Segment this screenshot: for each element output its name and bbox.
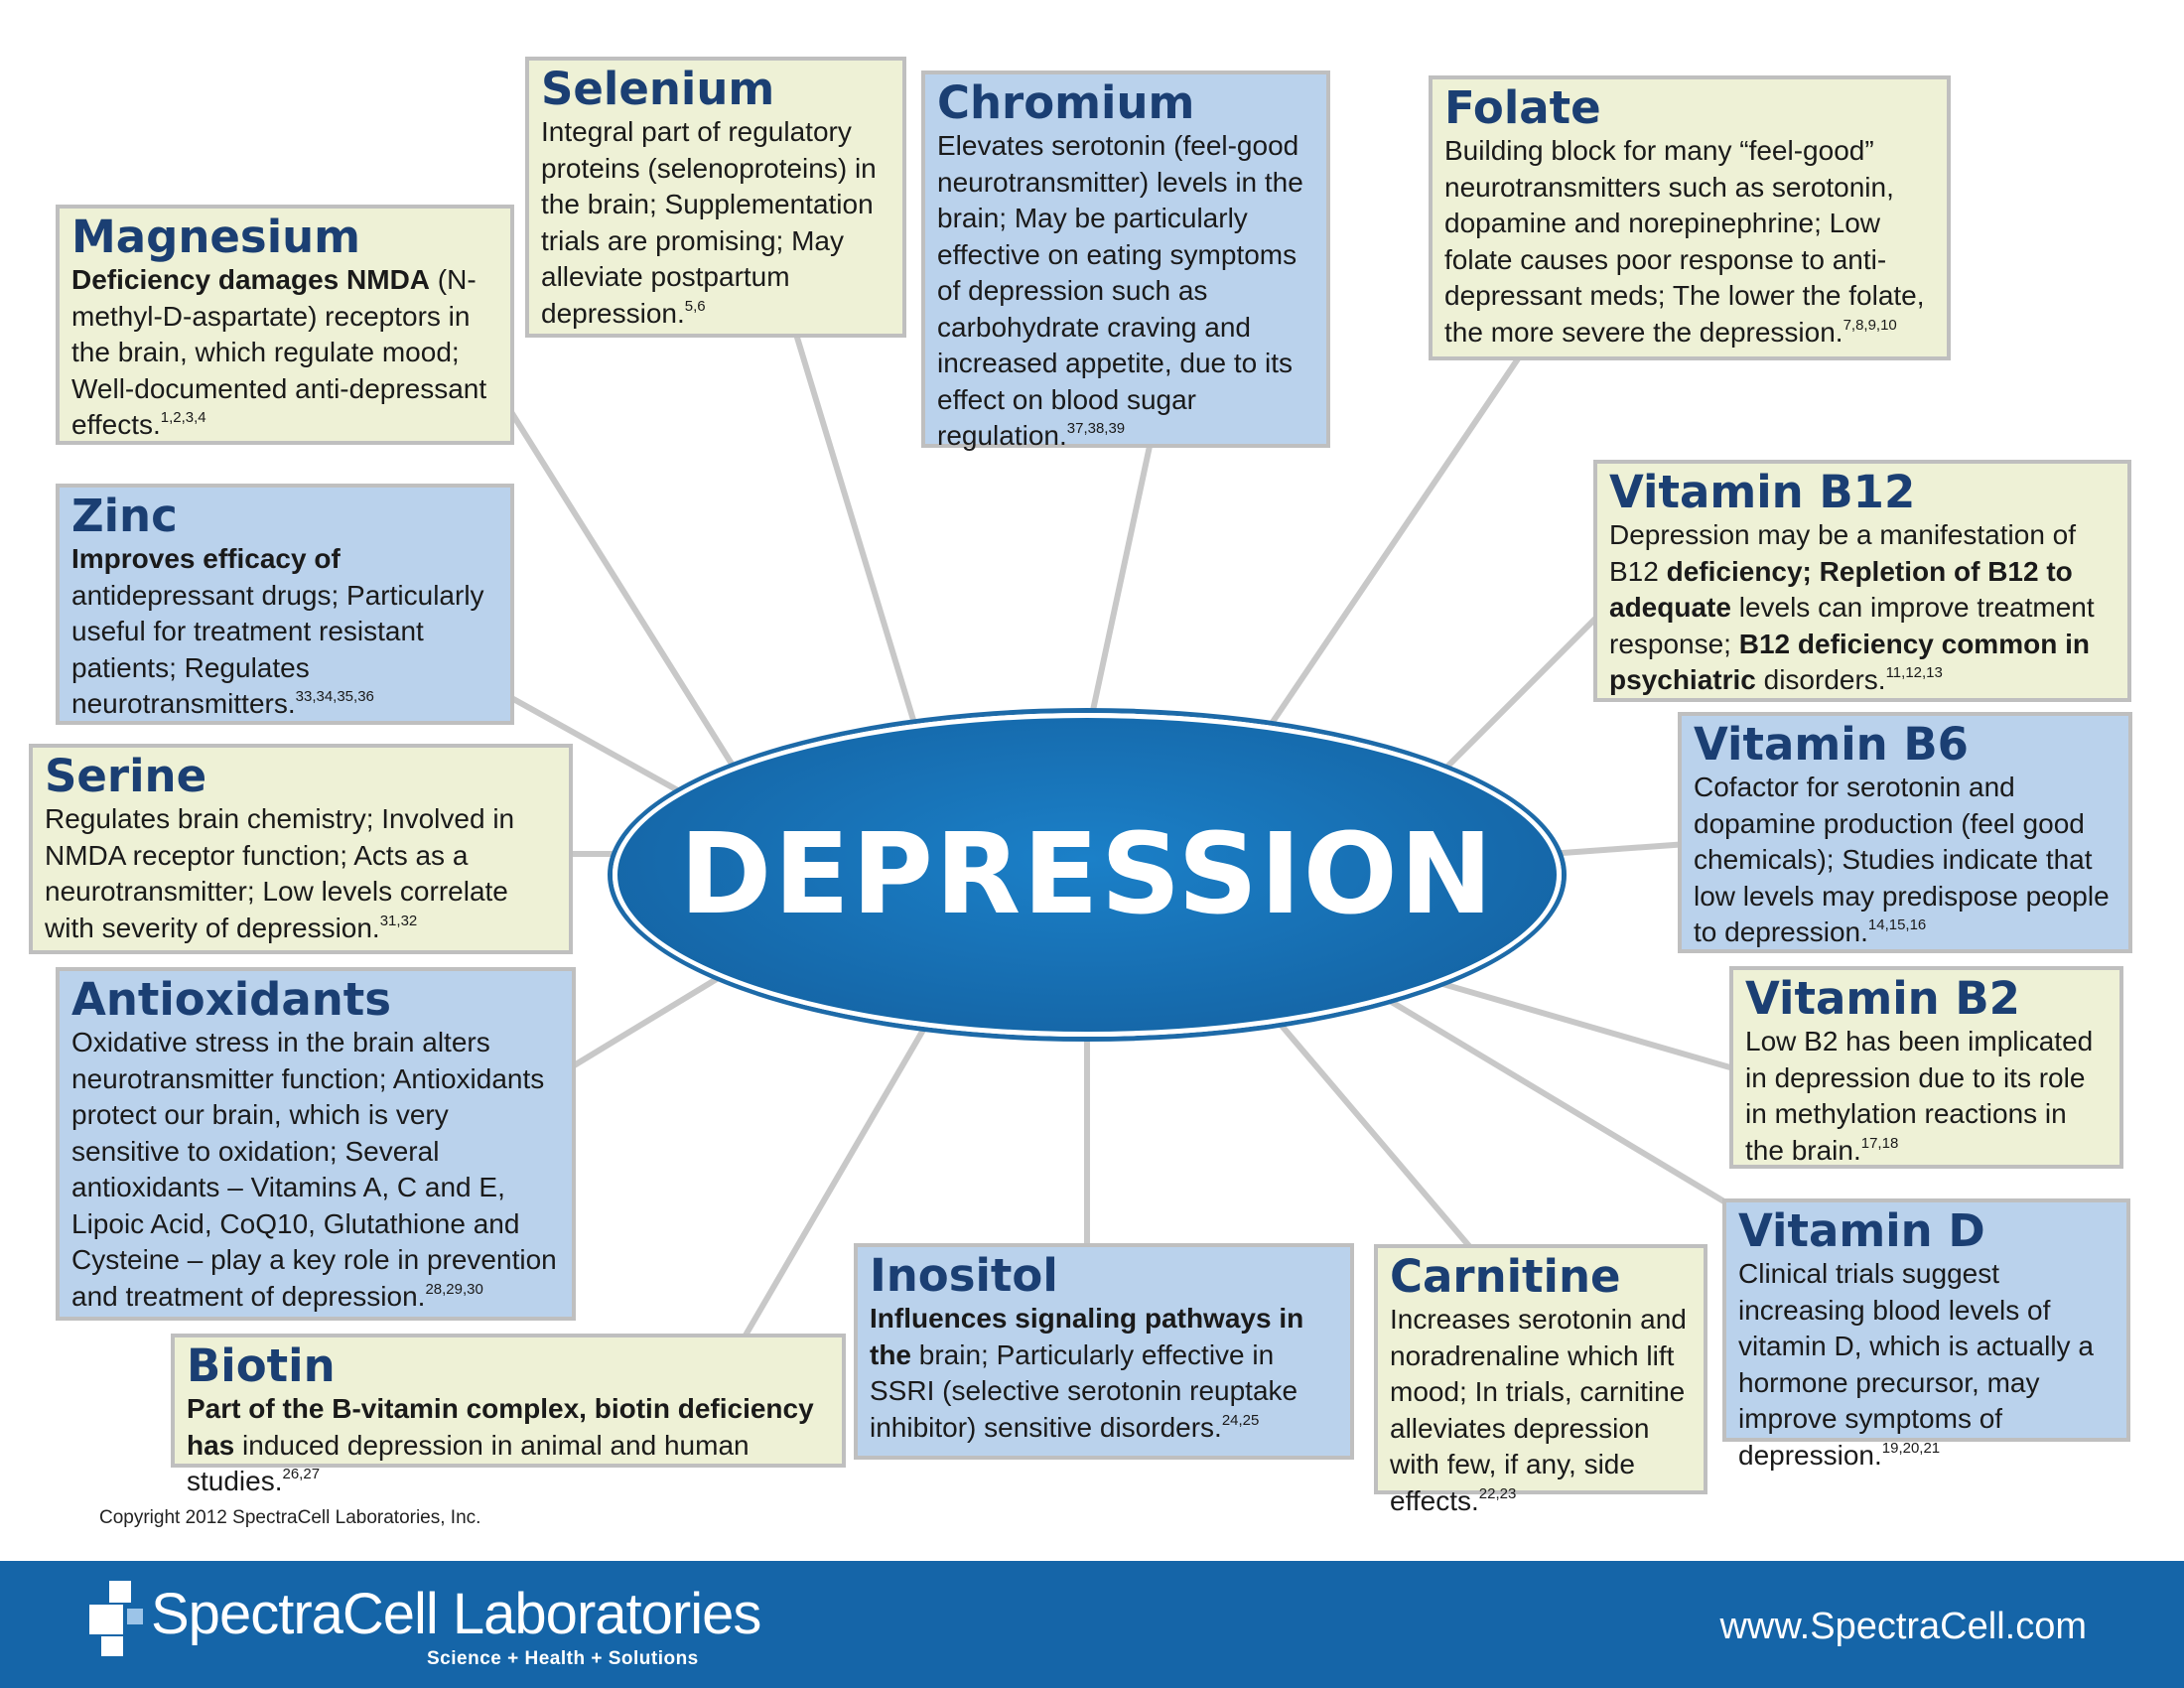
carnitine-box: Carnitine Increases serotonin and noradr… [1374,1244,1707,1516]
connector-magnesium [508,409,748,787]
zinc-text: Improves efficacy of antidepressant drug… [71,543,484,719]
vitamin-b2-text: Low B2 has been implicated in depression… [1745,1026,2094,1166]
inositol-refs: 24,25 [1221,1411,1260,1429]
hub-label: DEPRESSION [679,810,1495,939]
carnitine-refs: 22,23 [1478,1484,1517,1502]
serine-box: Serine Regulates brain chemistry; Involv… [29,744,573,954]
vitamin-b2-box: Vitamin B2 Low B2 has been implicated in… [1729,966,2123,1169]
vitamin-b12-refs: 11,12,13 [1885,664,1943,681]
connector-selenium [791,325,916,723]
zinc-title: Zinc [71,490,178,542]
vitamin-b2-refs: 17,18 [1860,1134,1899,1152]
copyright-notice: Copyright 2012 SpectraCell Laboratories,… [99,1507,481,1528]
brand-tagline: Science + Health + Solutions [427,1648,699,1669]
spectracell-logo-icon [89,1581,143,1656]
biotin-refs: 26,27 [282,1466,321,1482]
vitamin-b12-text: Depression may be a manifestation of B12… [1609,519,2095,695]
folate-text: Building block for many “feel-good” neur… [1444,135,1925,348]
inositol-text: Influences signaling pathways in the bra… [870,1303,1304,1443]
footer-bar [0,1561,2184,1688]
connector-vitamin-d [1382,995,1735,1209]
antioxidants-title: Antioxidants [71,973,392,1026]
selenium-text: Integral part of regulatory proteins (se… [541,116,877,329]
connector-zinc [503,692,688,797]
serine-refs: 31,32 [379,912,418,929]
vitamin-b12-box: Vitamin B12 Depression may be a manifest… [1593,460,2131,702]
folate-box: Folate Building block for many “feel-goo… [1429,75,1951,360]
connector-biotin [737,1010,936,1348]
vitamin-d-title: Vitamin D [1738,1204,1985,1257]
antioxidants-refs: 28,29,30 [425,1280,483,1298]
chromium-text: Elevates serotonin (feel-good neurotrans… [937,130,1303,451]
inositol-box: Inositol Influences signaling pathways i… [854,1243,1354,1460]
vitamin-b6-text: Cofactor for serotonin and dopamine prod… [1694,772,2110,947]
vitamin-b6-box: Vitamin B6 Cofactor for serotonin and do… [1678,712,2132,953]
biotin-text: Part of the B-vitamin complex, biotin de… [187,1393,814,1496]
selenium-title: Selenium [541,63,775,115]
magnesium-box: Magnesium Deficiency damages NMDA (N-met… [56,205,514,445]
depression-hub: DEPRESSION [613,713,1562,1037]
vitamin-d-refs: 19,20,21 [1881,1439,1941,1457]
brand-name: SpectraCell Laboratories [151,1582,761,1646]
carnitine-title: Carnitine [1390,1250,1621,1303]
vitamin-b2-title: Vitamin B2 [1745,972,2020,1025]
selenium-box: Selenium Integral part of regulatory pro… [525,57,906,338]
magnesium-title: Magnesium [71,211,361,263]
connector-vitamin-b2 [1436,980,1750,1075]
serine-text: Regulates brain chemistry; Involved in N… [45,803,515,943]
chromium-box: Chromium Elevates serotonin (feel-good n… [921,70,1330,451]
connector-carnitine [1268,1010,1472,1249]
antioxidants-box: Antioxidants Oxidative stress in the bra… [56,967,576,1321]
folate-refs: 7,8,9,10 [1843,316,1897,334]
connector-vitamin-b6 [1546,841,1691,857]
vitamin-b6-title: Vitamin B6 [1694,718,1969,771]
folate-title: Folate [1444,81,1601,134]
zinc-refs: 33,34,35,36 [295,688,374,705]
connector-antioxidants [568,965,738,1070]
serine-title: Serine [45,750,207,802]
inositol-title: Inositol [870,1249,1058,1302]
biotin-box: Biotin Part of the B-vitamin complex, bi… [171,1334,846,1496]
antioxidants-text: Oxidative stress in the brain alters neu… [71,1027,557,1312]
carnitine-text: Increases serotonin and noradrenaline wh… [1390,1304,1687,1516]
connector-folate [1268,354,1522,728]
connector-chromium [1089,434,1155,718]
vitamin-d-text: Clinical trials suggest increasing blood… [1738,1258,2094,1471]
magnesium-refs: 1,2,3,4 [160,409,206,426]
chromium-title: Chromium [937,76,1195,129]
chromium-refs: 37,38,39 [1066,420,1126,437]
vitamin-b12-title: Vitamin B12 [1609,466,1916,518]
zinc-box: Zinc Improves efficacy of antidepressant… [56,484,514,725]
selenium-refs: 5,6 [684,297,706,315]
vitamin-b6-refs: 14,15,16 [1867,916,1927,933]
magnesium-text: Deficiency damages NMDA (N-methyl-D-aspa… [71,264,487,440]
biotin-title: Biotin [187,1339,336,1392]
website-link[interactable]: www.SpectraCell.com [1719,1606,2087,1647]
vitamin-d-box: Vitamin D Clinical trials suggest increa… [1722,1198,2130,1471]
